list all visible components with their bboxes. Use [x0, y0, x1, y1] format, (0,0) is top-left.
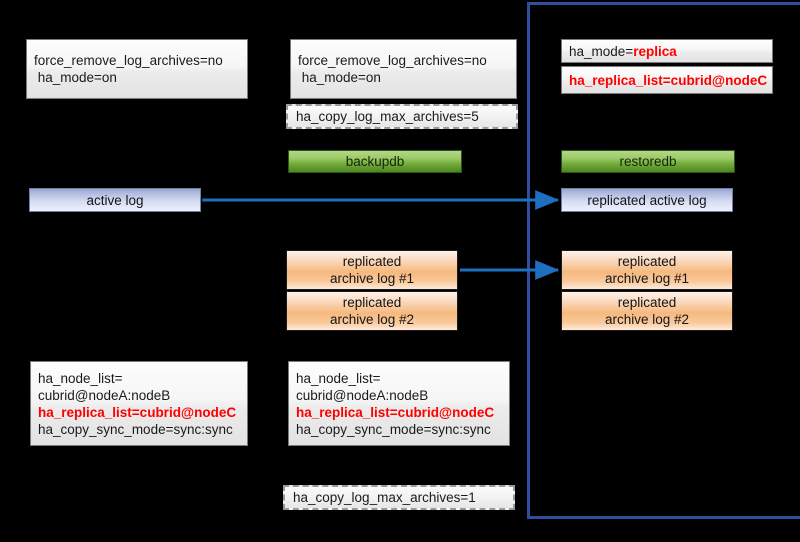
middle-archive-log-2-line2: archive log #2: [329, 312, 415, 327]
left-ha-node-list-value: cubrid@nodeA:nodeB: [38, 387, 171, 403]
right-ha-mode-value: replica: [633, 43, 677, 59]
right-archive-log-2-line1: replicated: [617, 295, 677, 310]
backupdb-label: backupdb: [345, 154, 405, 169]
middle-dashed-top-box: ha_copy_log_max_archives=5: [286, 104, 518, 129]
right-ha-mode-line: ha_mode=replica: [569, 43, 764, 60]
middle-archive-log-2-line1: replicated: [342, 295, 402, 310]
restoredb-label: restoredb: [619, 154, 677, 169]
left-config-top-line2: ha_mode=on: [34, 70, 117, 85]
middle-ha-node-list-value: cubrid@nodeA:nodeB: [296, 387, 429, 403]
right-ha-replica-list-box: ha_replica_list=cubrid@nodeC: [561, 66, 773, 94]
middle-config-bottom-box: ha_node_list= cubrid@nodeA:nodeB ha_repl…: [288, 361, 510, 446]
left-ha-copy-sync-mode: ha_copy_sync_mode=sync:sync: [38, 421, 233, 437]
middle-ha-replica-list: ha_replica_list=cubrid@nodeC: [296, 404, 495, 420]
middle-archive-log-1: replicated archive log #1: [286, 250, 458, 290]
middle-config-top-line2: ha_mode=on: [298, 70, 381, 85]
right-archive-log-1-line1: replicated: [617, 254, 677, 269]
left-config-bottom-box: ha_node_list= cubrid@nodeA:nodeB ha_repl…: [30, 361, 248, 446]
middle-config-top-box: force_remove_log_archives=no ha_mode=on: [290, 39, 517, 99]
middle-ha-node-list: ha_node_list=: [296, 370, 381, 386]
middle-ha-copy-sync-mode: ha_copy_sync_mode=sync:sync: [296, 421, 491, 437]
right-replicated-active-log-box: replicated active log: [561, 188, 733, 212]
middle-ha-copy-log-max-archives-5: ha_copy_log_max_archives=5: [296, 109, 479, 124]
right-ha-mode-key: ha_mode=: [569, 43, 634, 59]
right-archive-log-1: replicated archive log #1: [561, 250, 733, 290]
middle-dashed-bottom-box: ha_copy_log_max_archives=1: [283, 485, 515, 510]
right-ha-replica-list: ha_replica_list=cubrid@nodeC: [569, 72, 768, 88]
middle-archive-log-2: replicated archive log #2: [286, 291, 458, 331]
right-archive-log-2: replicated archive log #2: [561, 291, 733, 331]
right-archive-log-1-line2: archive log #1: [604, 271, 690, 286]
right-ha-mode-box: ha_mode=replica: [561, 39, 773, 63]
left-ha-node-list: ha_node_list=: [38, 370, 123, 386]
right-replicated-active-log-label: replicated active log: [587, 192, 707, 208]
restoredb-button[interactable]: restoredb: [561, 150, 735, 173]
right-archive-log-2-line2: archive log #2: [604, 312, 690, 327]
middle-ha-copy-log-max-archives-1: ha_copy_log_max_archives=1: [293, 490, 476, 505]
middle-config-top-line1: force_remove_log_archives=no: [298, 53, 487, 68]
left-config-top-box: force_remove_log_archives=no ha_mode=on: [26, 39, 248, 99]
left-active-log-label: active log: [86, 192, 144, 208]
left-active-log-box: active log: [29, 188, 201, 212]
backupdb-button[interactable]: backupdb: [288, 150, 462, 173]
middle-archive-log-1-line1: replicated: [342, 254, 402, 269]
left-config-top-line1: force_remove_log_archives=no: [34, 53, 223, 68]
middle-archive-log-1-line2: archive log #1: [329, 271, 415, 286]
replica-node-region: [527, 2, 800, 519]
left-ha-replica-list: ha_replica_list=cubrid@nodeC: [38, 404, 237, 420]
